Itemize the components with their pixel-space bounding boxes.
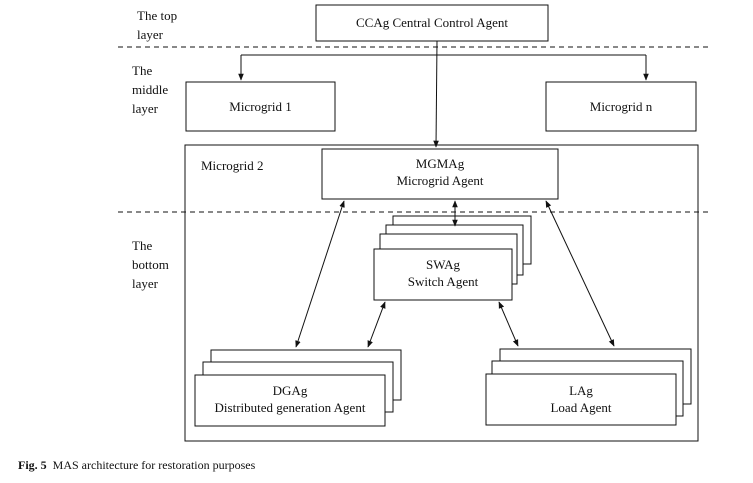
swag-subtitle: Switch Agent [407,274,479,289]
layer-label-top: The top layer [137,8,178,42]
microgrid1-box [185,81,336,132]
swag-title: SWAg [426,257,460,272]
mgmag-subtitle: Microgrid Agent [396,173,484,188]
mgmag-box [321,148,559,200]
microgridn-label: Microgrid n [589,99,653,114]
layer-label-middle: The middle layer [132,63,169,116]
dgag-box [194,374,386,427]
microgrid1-label: Microgrid 1 [229,99,292,114]
lag-title: LAg [569,383,593,398]
mgmag-title: MGMAg [415,156,465,171]
lag-box [485,373,677,426]
figure-caption-label: Fig. 5 [18,458,47,472]
lag-subtitle: Load Agent [550,400,612,415]
dgag-subtitle: Distributed generation Agent [214,400,366,415]
arrow-to-mgmag [433,40,439,148]
dgag-title: DGAg [272,383,308,398]
ccag-box [315,4,549,42]
figure-caption: Fig. 5 MAS architecture for restoration p… [18,458,255,473]
arrow-swag-lag [498,301,519,347]
microgrid2-container [184,144,699,442]
figure-caption-text: MAS architecture for restoration purpose… [52,458,256,472]
arrow-swag-dgag [367,301,386,348]
layer-label-bottom: The bottom layer [132,238,169,291]
arrow-mgmag-lag [545,200,615,347]
microgrid2-label: Microgrid 2 [201,158,264,173]
microgridn-box [545,81,697,132]
ccag-label: CCAg Central Control Agent [355,15,509,30]
arrow-mgmag-dgag [295,200,345,348]
swag-box [373,248,513,301]
